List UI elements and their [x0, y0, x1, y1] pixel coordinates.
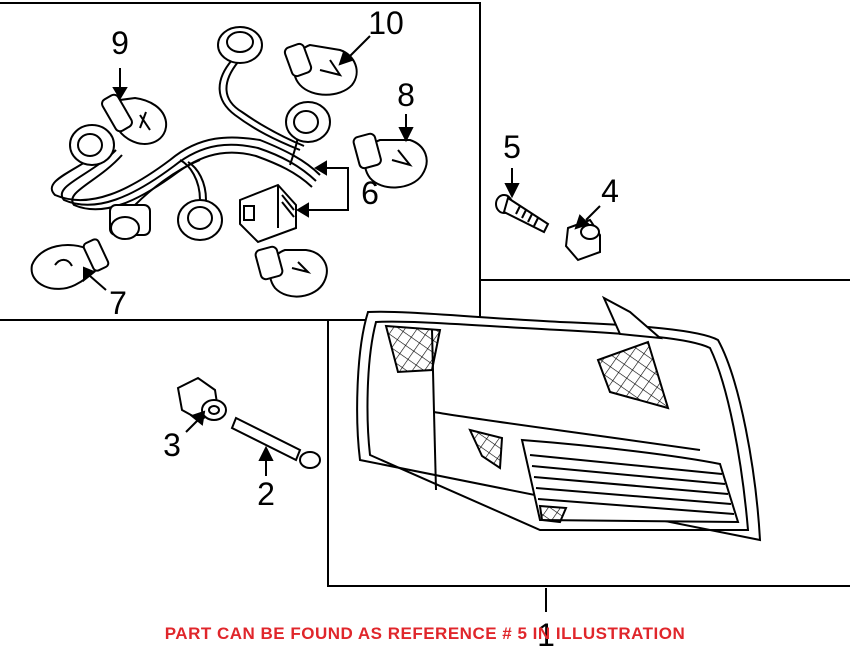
- lamp-panel-border: [327, 320, 850, 587]
- callout-5: 5: [503, 129, 521, 165]
- socket-right: [285, 101, 331, 143]
- tail-lamp-1: [356, 295, 762, 542]
- callout-labels: 9 10 8 6 7 5 4 3 2 1: [109, 5, 619, 653]
- bulb-6b: [254, 245, 328, 298]
- connector-plug: [239, 183, 297, 244]
- callout-4: 4: [601, 173, 619, 209]
- callout-6: 6: [361, 175, 379, 211]
- callout-10: 10: [368, 5, 404, 41]
- hardware-panel-border: [479, 3, 850, 281]
- callout-9: 9: [111, 25, 129, 61]
- callout-3: 3: [163, 427, 181, 463]
- callout-7: 7: [109, 285, 127, 321]
- bolt-5: [495, 194, 550, 234]
- socket-center: [177, 199, 223, 241]
- grommet-3: [176, 376, 227, 422]
- reference-caption: PART CAN BE FOUND AS REFERENCE # 5 IN IL…: [164, 624, 686, 643]
- callout-2: 2: [257, 476, 275, 512]
- leader-lines: [83, 35, 601, 612]
- bulb-7: [30, 238, 110, 290]
- socket-left: [69, 124, 115, 166]
- callout-1: 1: [537, 617, 555, 653]
- panel-outlines: [0, 2, 850, 587]
- socket-bottom-left: [109, 204, 151, 240]
- callout-8: 8: [397, 77, 415, 113]
- bulb-10: [283, 42, 358, 96]
- nut-4: [564, 218, 601, 262]
- pin-2: [230, 416, 321, 469]
- socket-top: [217, 26, 263, 64]
- bulb-9: [101, 93, 168, 145]
- bulb-8: [352, 132, 428, 189]
